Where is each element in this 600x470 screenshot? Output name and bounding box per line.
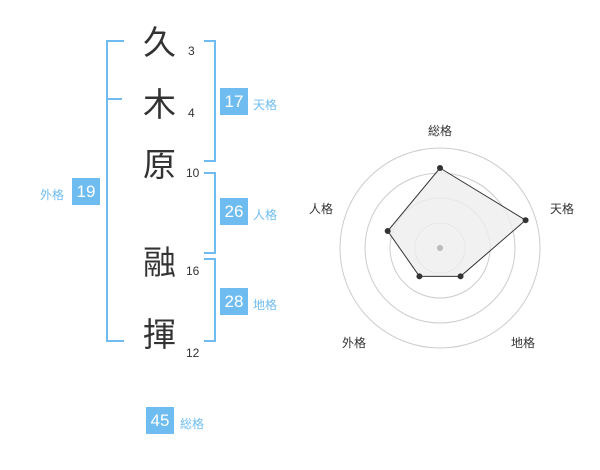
tenkaku-label: 天格 [253,98,278,112]
name-char-3: 原 [143,145,176,184]
tenkaku-bracket [204,40,216,162]
chikaku-label: 地格 [253,298,278,312]
stroke-count-3: 10 [186,166,200,180]
gaikaku-divider [106,98,122,100]
stroke-count-2: 4 [188,106,195,120]
stroke-count-1: 3 [188,44,195,58]
jinkaku-label: 人格 [253,208,278,222]
name-char-5: 揮 [143,315,176,354]
soukaku-label: 総格 [180,417,205,431]
radar-center-dot [437,245,443,251]
radar-series-polygon [387,167,527,277]
gaikaku-label: 外格 [40,188,65,202]
radar-axis-label-gaikaku: 外格 [342,336,367,350]
chikaku-badge: 28 [220,288,248,315]
radar-point-2 [522,217,529,224]
tenkaku-badge: 17 [220,88,248,115]
radar-point-1 [437,165,443,171]
radar-axis-label-tenkaku: 天格 [550,202,575,216]
radar-axis-label-jinkaku: 人格 [309,202,334,216]
radar-point-3 [457,273,464,280]
stroke-count-5: 12 [186,346,200,360]
name-char-2: 木 [143,85,176,124]
radar-axis-label-chikaku: 地格 [511,336,536,350]
name-char-4: 融 [143,243,176,282]
chikaku-bracket [204,258,216,342]
radar-axis-label-soukaku: 総格 [428,124,453,138]
gaikaku-badge: 19 [72,178,100,205]
radar-point-4 [416,273,423,280]
soukaku-badge: 45 [146,407,174,434]
radar-point-5 [384,228,391,235]
stroke-count-4: 16 [186,264,200,278]
jinkaku-badge: 26 [220,198,248,225]
jinkaku-bracket [204,172,216,254]
radar-ring [339,147,541,349]
gaikaku-bracket [106,40,124,342]
name-char-1: 久 [143,23,176,62]
